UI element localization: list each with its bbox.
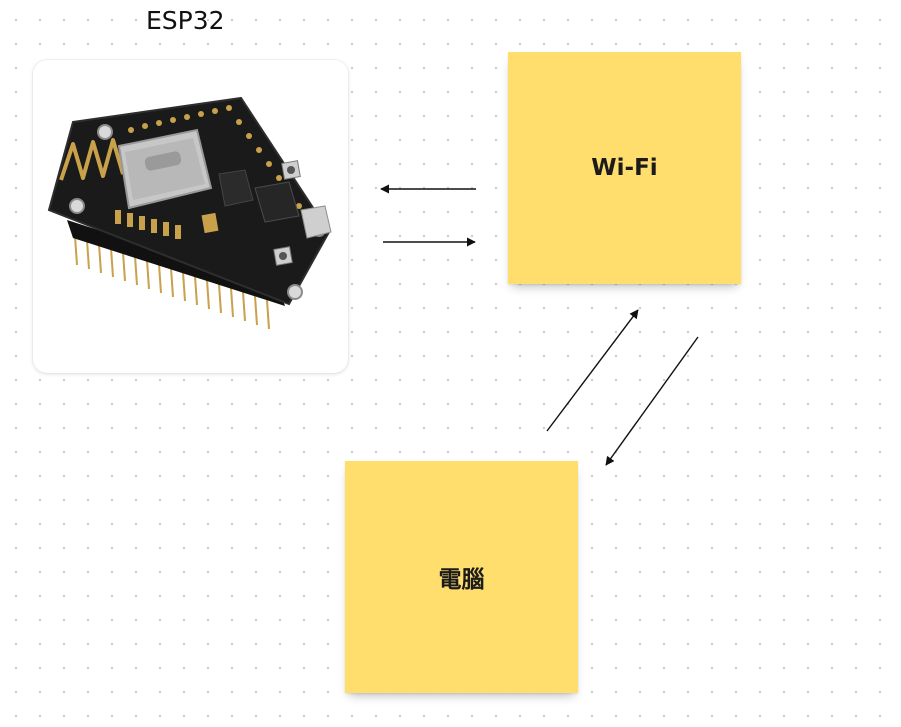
sticky-note-computer-text: 電腦: [438, 567, 485, 593]
esp32-image-card[interactable]: [33, 60, 348, 373]
arrow-wifi-to-computer[interactable]: [605, 336, 699, 466]
regulator-chip: [218, 169, 254, 207]
header-strip: [67, 220, 285, 306]
esp32-image-caption[interactable]: ESP32: [146, 6, 225, 35]
usb-uart-chip: [254, 181, 300, 223]
header-pins: [74, 235, 270, 330]
sticky-note-wifi-text: Wi-Fi: [591, 155, 658, 181]
antenna-trace: [59, 138, 125, 181]
arrow-computer-to-wifi[interactable]: [546, 309, 639, 432]
esp32-board-image: [47, 96, 332, 330]
micro-usb-port: [300, 205, 332, 239]
sticky-note-computer[interactable]: 電腦: [345, 461, 578, 693]
sticky-note-wifi[interactable]: Wi-Fi: [508, 52, 741, 284]
